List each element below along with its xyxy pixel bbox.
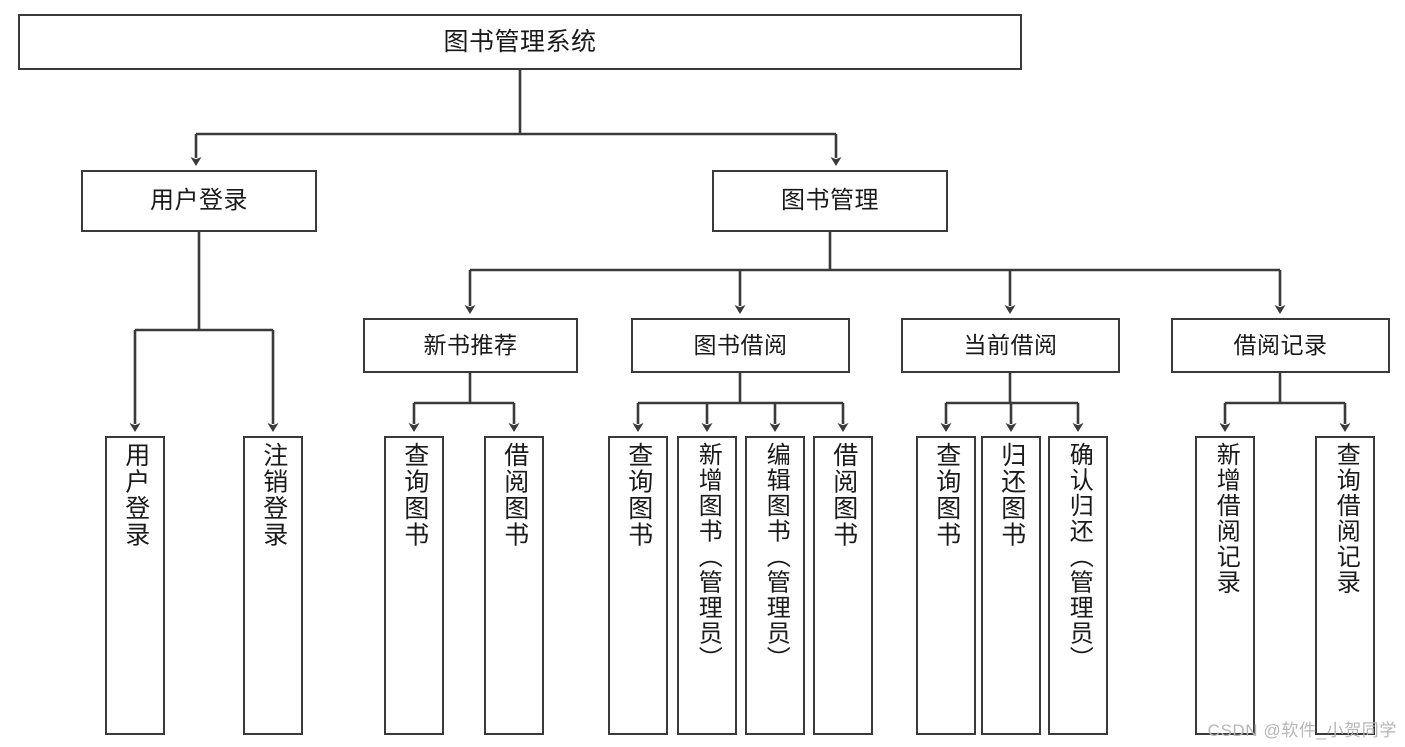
node-current-borrow[interactable]: 当前借阅 (901, 318, 1120, 373)
leaf-borrow-book-1[interactable]: 借阅图书 (484, 436, 544, 735)
node-root-system-label: 图书管理系统 (443, 27, 597, 56)
leaf-user-login-label: 用户登录 (121, 442, 150, 548)
node-borrow-record[interactable]: 借阅记录 (1171, 318, 1390, 373)
leaf-return-book[interactable]: 归还图书 (981, 436, 1041, 735)
leaf-borrow-book-2[interactable]: 借阅图书 (813, 436, 873, 735)
leaf-query-book-3[interactable]: 查询图书 (916, 436, 976, 735)
leaf-query-book-2-label: 查询图书 (624, 442, 653, 548)
leaf-add-borrow-record-label: 新增借阅记录 (1212, 442, 1240, 595)
node-current-borrow-label: 当前借阅 (963, 332, 1058, 359)
node-root-system[interactable]: 图书管理系统 (18, 14, 1022, 70)
leaf-query-book-3-label: 查询图书 (932, 442, 961, 548)
node-new-book-recommend-label: 新书推荐 (423, 332, 518, 359)
node-user-login-label: 用户登录 (150, 187, 248, 215)
leaf-query-book-1-label: 查询图书 (400, 442, 429, 548)
leaf-borrow-book-2-label: 借阅图书 (829, 442, 858, 548)
leaf-user-login[interactable]: 用户登录 (105, 436, 165, 735)
leaf-query-borrow-record-label: 查询借阅记录 (1332, 442, 1360, 595)
node-user-login[interactable]: 用户登录 (81, 170, 317, 232)
node-borrow-record-label: 借阅记录 (1233, 332, 1328, 359)
leaf-query-book-1[interactable]: 查询图书 (384, 436, 444, 735)
node-book-management-label: 图书管理 (781, 187, 879, 215)
leaf-logout[interactable]: 注销登录 (243, 436, 303, 735)
leaf-confirm-return[interactable]: 确认归还（管理员） (1048, 436, 1108, 735)
node-new-book-recommend[interactable]: 新书推荐 (363, 318, 578, 373)
leaf-add-borrow-record[interactable]: 新增借阅记录 (1195, 436, 1255, 735)
leaf-borrow-book-1-label: 借阅图书 (500, 442, 529, 548)
leaf-confirm-return-label: 确认归还（管理员） (1065, 442, 1093, 672)
node-book-management[interactable]: 图书管理 (712, 170, 948, 232)
leaf-query-book-2[interactable]: 查询图书 (608, 436, 668, 735)
leaf-logout-label: 注销登录 (259, 442, 288, 548)
leaf-add-book[interactable]: 新增图书（管理员） (677, 436, 737, 735)
watermark-csdn: CSDN @软件_小贺同学 (1207, 721, 1397, 740)
node-book-borrow-label: 图书借阅 (693, 332, 788, 359)
leaf-add-book-label: 新增图书（管理员） (694, 442, 722, 672)
leaf-query-borrow-record[interactable]: 查询借阅记录 (1315, 436, 1375, 735)
leaf-edit-book-label: 编辑图书（管理员） (762, 442, 790, 672)
node-book-borrow[interactable]: 图书借阅 (631, 318, 850, 373)
leaf-return-book-label: 归还图书 (997, 442, 1026, 548)
leaf-edit-book[interactable]: 编辑图书（管理员） (745, 436, 805, 735)
